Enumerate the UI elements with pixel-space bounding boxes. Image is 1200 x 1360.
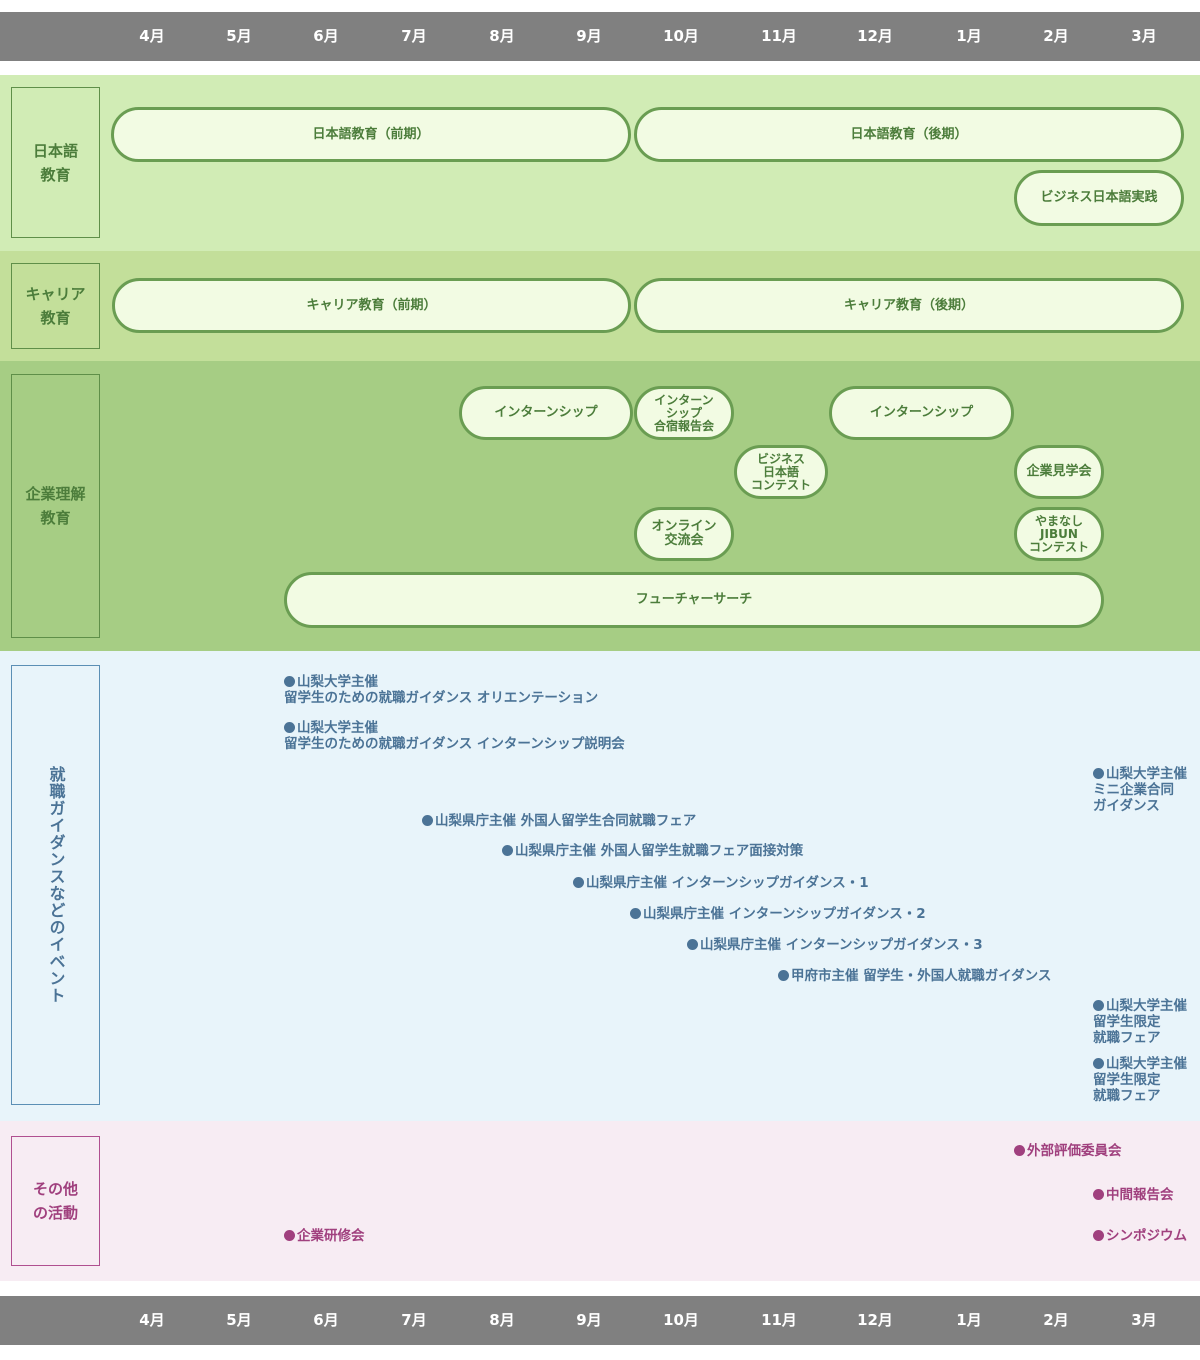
event-pref-joint-job-fair: 山梨県庁主催 外国人留学生合同就職フェア — [422, 813, 696, 829]
pill-online-exchange: オンライン 交流会 — [634, 507, 734, 561]
category-career-education: キャリア 教育 — [11, 263, 100, 349]
month-label: 3月 — [1131, 27, 1157, 45]
month-label: 8月 — [489, 1311, 515, 1329]
event-pref-internship-guidance-2: 山梨県庁主催 インターンシップガイダンス・2 — [630, 906, 926, 922]
band-japanese-education — [0, 75, 1200, 251]
event-interim-report: 中間報告会 — [1093, 1187, 1174, 1203]
event-pref-interview-prep: 山梨県庁主催 外国人留学生就職フェア面接対策 — [502, 843, 803, 859]
month-label: 2月 — [1043, 27, 1069, 45]
event-univ-job-fair-1: 山梨大学主催 留学生限定 就職フェア — [1093, 998, 1187, 1046]
month-label: 4月 — [139, 27, 165, 45]
event-dot — [422, 815, 433, 826]
category-guidance-label: 就職ガイダンスなどのイベント — [46, 766, 66, 1004]
pill-business-japanese-contest: ビジネス 日本語 コンテスト — [734, 445, 828, 499]
month-label: 10月 — [663, 1311, 699, 1329]
event-symposium: シンポジウム — [1093, 1228, 1187, 1244]
month-label: 1月 — [956, 27, 982, 45]
pill-internship-winter: インターンシップ — [829, 386, 1014, 440]
pill-yamanashi-jibun-contest: やまなし JIBUN コンテスト — [1014, 507, 1104, 561]
month-label: 6月 — [313, 1311, 339, 1329]
event-dot — [630, 908, 641, 919]
month-label: 9月 — [576, 27, 602, 45]
pill-future-search: フューチャーサーチ — [284, 572, 1104, 628]
event-kofu-job-guidance: 甲府市主催 留学生・外国人就職ガイダンス — [778, 968, 1051, 984]
month-label: 2月 — [1043, 1311, 1069, 1329]
event-dot — [1093, 1189, 1104, 1200]
month-header-top: 4月 5月 6月 7月 8月 9月 10月 11月 12月 1月 2月 3月 — [0, 12, 1200, 61]
event-dot — [1014, 1145, 1025, 1156]
pill-internship-summer: インターンシップ — [459, 386, 633, 440]
band-guidance-events — [0, 651, 1200, 1121]
event-pref-internship-guidance-1: 山梨県庁主催 インターンシップガイダンス・1 — [573, 875, 869, 891]
event-dot — [573, 877, 584, 888]
month-label: 11月 — [761, 1311, 797, 1329]
month-label: 12月 — [857, 1311, 893, 1329]
event-internship-briefing: 山梨大学主催 留学生のための就職ガイダンス インターンシップ説明会 — [284, 720, 625, 752]
month-label: 4月 — [139, 1311, 165, 1329]
event-dot — [1093, 768, 1104, 779]
event-dot — [502, 845, 513, 856]
month-label: 7月 — [401, 27, 427, 45]
month-label: 12月 — [857, 27, 893, 45]
event-dot — [687, 939, 698, 950]
event-dot — [284, 676, 295, 687]
band-other-activities — [0, 1121, 1200, 1281]
event-dot — [284, 1230, 295, 1241]
month-label: 9月 — [576, 1311, 602, 1329]
month-label: 5月 — [226, 1311, 252, 1329]
category-corporate-education: 企業理解 教育 — [11, 374, 100, 638]
month-label: 8月 — [489, 27, 515, 45]
category-japanese-education: 日本語 教育 — [11, 87, 100, 238]
pill-career-second-term: キャリア教育（後期） — [634, 278, 1184, 333]
event-dot — [1093, 1000, 1104, 1011]
month-label: 7月 — [401, 1311, 427, 1329]
month-label: 6月 — [313, 27, 339, 45]
event-orientation: 山梨大学主催 留学生のための就職ガイダンス オリエンテーション — [284, 674, 599, 706]
pill-japanese-first-term: 日本語教育（前期） — [111, 107, 631, 162]
event-univ-job-fair-2: 山梨大学主催 留学生限定 就職フェア — [1093, 1056, 1187, 1104]
month-header-bottom: 4月 5月 6月 7月 8月 9月 10月 11月 12月 1月 2月 3月 — [0, 1296, 1200, 1345]
category-guidance-events: 就職ガイダンスなどのイベント — [11, 665, 100, 1105]
month-label: 11月 — [761, 27, 797, 45]
event-dot — [284, 722, 295, 733]
pill-japanese-second-term: 日本語教育（後期） — [634, 107, 1184, 162]
month-label: 1月 — [956, 1311, 982, 1329]
month-label: 10月 — [663, 27, 699, 45]
event-company-training: 企業研修会 — [284, 1228, 365, 1244]
event-pref-internship-guidance-3: 山梨県庁主催 インターンシップガイダンス・3 — [687, 937, 983, 953]
month-label: 3月 — [1131, 1311, 1157, 1329]
pill-business-japanese: ビジネス日本語実践 — [1014, 170, 1184, 226]
pill-company-tour: 企業見学会 — [1014, 445, 1104, 499]
event-dot — [1093, 1058, 1104, 1069]
event-dot — [778, 970, 789, 981]
event-mini-company-guidance: 山梨大学主催 ミニ企業合同 ガイダンス — [1093, 766, 1187, 814]
event-dot — [1093, 1230, 1104, 1241]
event-external-evaluation: 外部評価委員会 — [1014, 1143, 1122, 1159]
category-other-activities: その他 の活動 — [11, 1136, 100, 1266]
pill-internship-camp-report: インターン シップ 合宿報告会 — [634, 386, 734, 440]
month-label: 5月 — [226, 27, 252, 45]
pill-career-first-term: キャリア教育（前期） — [112, 278, 631, 333]
